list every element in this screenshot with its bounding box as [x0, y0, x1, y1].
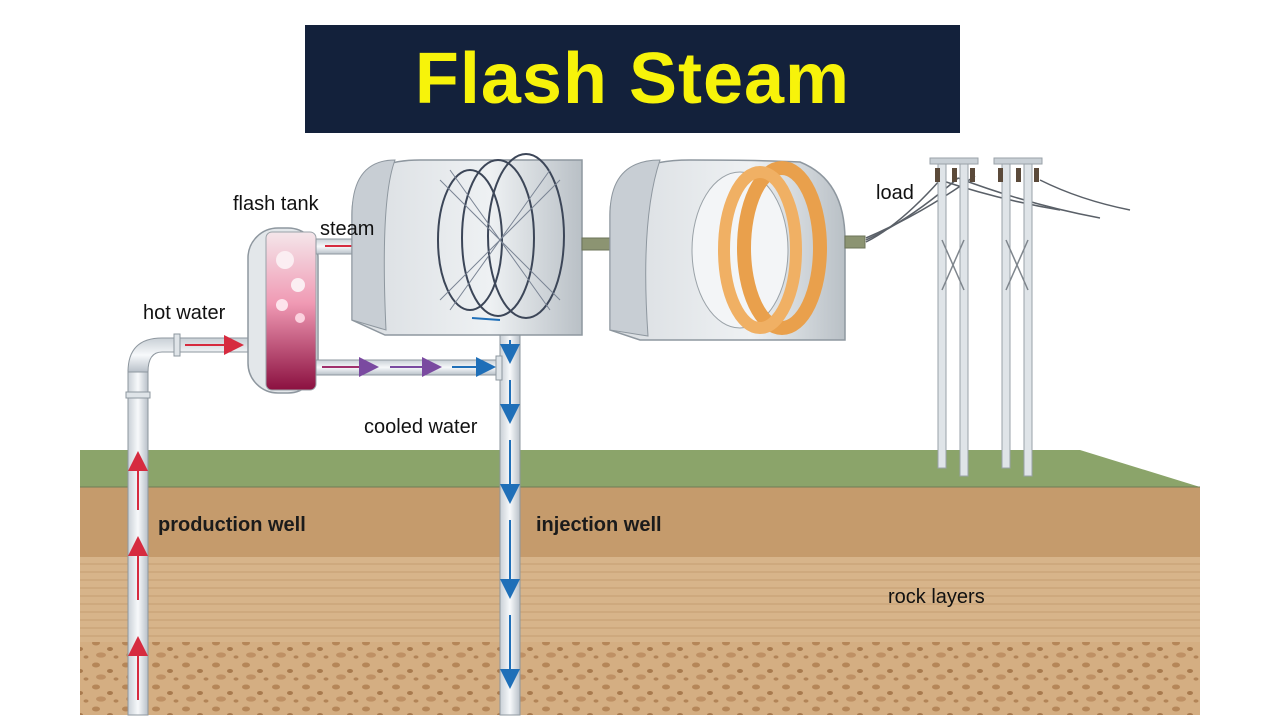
generator-coils [718, 161, 827, 335]
production-well-pipe [125, 333, 263, 716]
flash-tank-label: flash tank [233, 193, 319, 215]
load-label: load [876, 182, 914, 204]
production-well-label: production well [158, 514, 306, 536]
ground-cross-section [80, 450, 1200, 715]
diagram-title: Flash Steam [414, 39, 851, 119]
injection-well-label: injection well [536, 514, 662, 536]
utility-poles [929, 157, 1043, 477]
title-banner: Flash Steam [305, 25, 960, 133]
flash-tank [247, 227, 319, 394]
turbine-blades [437, 153, 565, 319]
rock-layers-label: rock layers [888, 586, 985, 608]
generator [609, 159, 866, 341]
pebble-layer [80, 642, 1200, 715]
steam-label: steam [320, 218, 375, 240]
turbine [351, 153, 583, 336]
rock-layers [80, 557, 1200, 642]
ground-surface [80, 450, 1200, 487]
soil-layer [80, 487, 1200, 557]
hot-water-label: hot water [143, 302, 226, 324]
cooled-water-label: cooled water [364, 416, 478, 438]
